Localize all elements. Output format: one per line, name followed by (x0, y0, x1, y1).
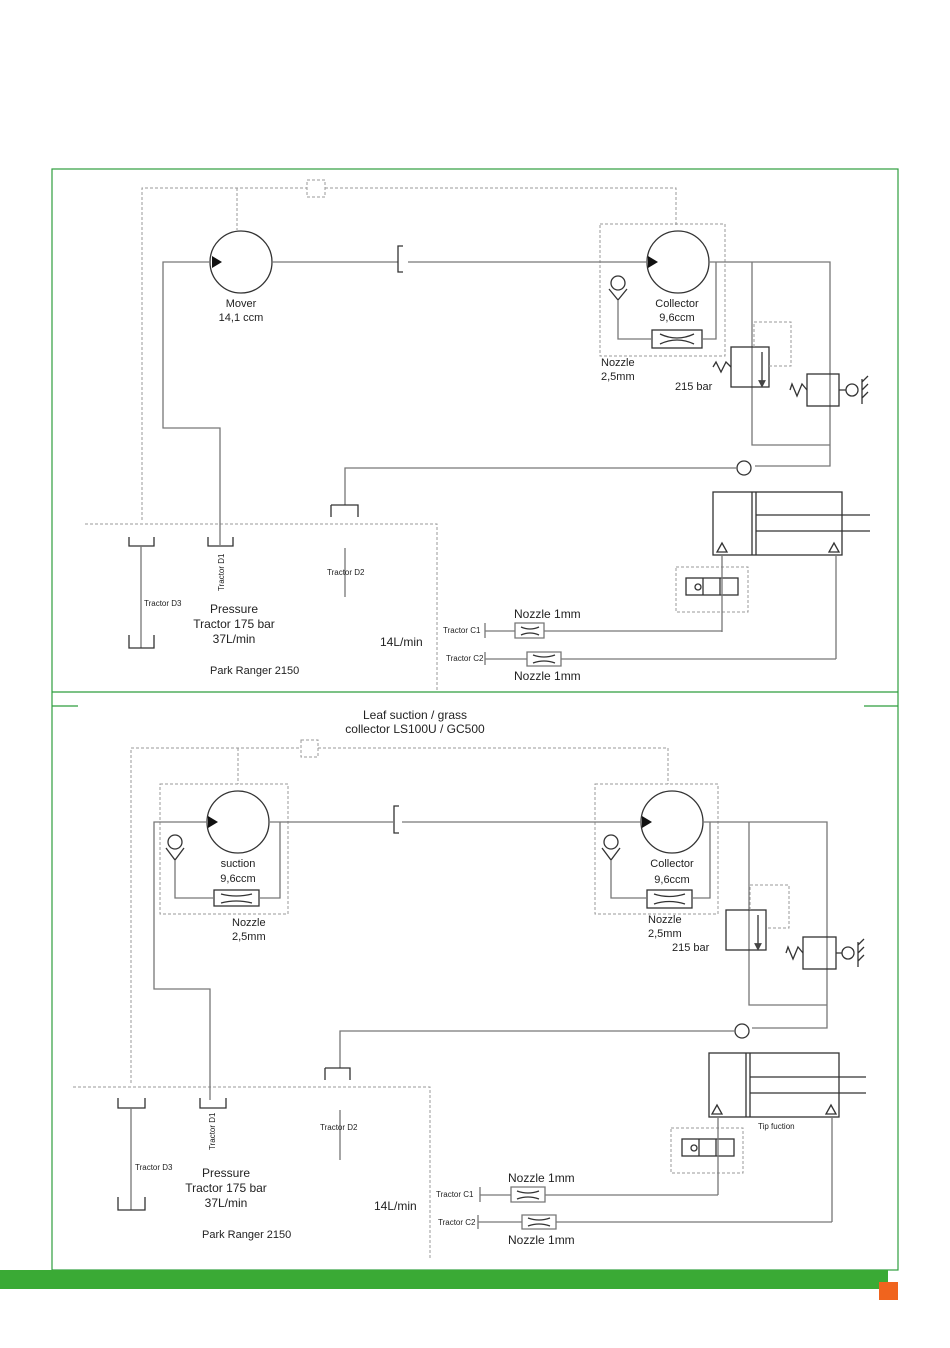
pilot-line-top (141, 187, 677, 520)
tractor-d3: Tractor D3 (144, 599, 182, 608)
pressure-label-2: Tractor 175 bar (193, 617, 275, 631)
tip-function: Tip fuction (758, 1122, 795, 1131)
pilot-junction (306, 179, 326, 198)
machine-label: Park Ranger 2150 (210, 665, 299, 677)
collector-bottom-size: 9,6ccm (654, 874, 689, 886)
collector-housing (599, 223, 726, 357)
tractor-c2: Tractor C2 (446, 654, 484, 663)
caption-line-2: collector LS100U / GC500 (345, 722, 485, 736)
suction-housing (159, 783, 289, 915)
relief-valve-bottom-icon (725, 909, 767, 951)
footer-orange-square (879, 1282, 898, 1300)
direction-valve-icon (685, 577, 739, 596)
nozzle-name: Nozzle (601, 357, 635, 369)
mover-size: 14,1 ccm (219, 312, 264, 324)
suction-name: suction (221, 858, 256, 870)
pressure-bottom-2: Tractor 175 bar (185, 1181, 267, 1195)
check-valve-icon (610, 275, 626, 291)
nozzle-1mm-a-bottom: Nozzle 1mm (508, 1171, 575, 1185)
nozzle-restrictor-left-icon (213, 889, 260, 907)
tractor-c2-bottom: Tractor C2 (438, 1218, 476, 1227)
nozzle-restrictor-icon (651, 329, 703, 349)
tractor-c1-bottom: Tractor C1 (436, 1190, 474, 1199)
pressure-label-1: Pressure (210, 602, 258, 616)
tractor-d2: Tractor D2 (327, 568, 365, 577)
caption-line-1: Leaf suction / grass (363, 708, 467, 722)
nozzle-right-size: 2,5mm (648, 928, 682, 940)
machine-bottom: Park Ranger 2150 (202, 1229, 291, 1241)
tractor-d1: Tractor D1 (217, 553, 226, 591)
tip-cylinder-bottom-icon (708, 1052, 840, 1118)
collector-size: 9,6ccm (659, 312, 694, 324)
nozzle-left-size: 2,5mm (232, 931, 266, 943)
tractor-block-outline-bottom (73, 1086, 431, 1260)
nozzle-1mm-a: Nozzle 1mm (514, 607, 581, 621)
return-check-valve-icon (736, 460, 752, 476)
direction-valve-outline (675, 566, 749, 613)
nozzle-1mm-b: Nozzle 1mm (514, 669, 581, 683)
suction-size: 9,6ccm (220, 873, 255, 885)
nozzle-right-name: Nozzle (648, 914, 682, 926)
relief-pressure-bottom: 215 bar (672, 942, 710, 954)
green-frame (51, 168, 899, 1271)
relief-pressure: 215 bar (675, 381, 713, 393)
spring-valve-bottom-icon (802, 936, 837, 970)
pilot-line-bottom (130, 747, 669, 1083)
tractor-d1-bottom: Tractor D1 (208, 1112, 217, 1150)
direction-valve-bottom-icon (681, 1138, 735, 1157)
tip-cylinder-icon (712, 491, 843, 556)
tractor-d3-bottom: Tractor D3 (135, 1163, 173, 1172)
collector-housing-bottom (594, 783, 719, 915)
tractor-c1: Tractor C1 (443, 626, 481, 635)
pressure-bottom-3: 37L/min (205, 1196, 248, 1210)
tractor-d2-bottom: Tractor D2 (320, 1123, 358, 1132)
top-panel: Mover 14,1 ccm Collector 9,6ccm Nozzle 2… (85, 179, 870, 692)
bottom-panel: suction 9,6ccm Nozzle 2,5mm Collector 9,… (73, 739, 866, 1260)
nozzle-size: 2,5mm (601, 371, 635, 383)
nozzle-restrictor-right-icon (646, 889, 693, 909)
mover-name: Mover (226, 298, 257, 310)
flow-bottom: 14L/min (374, 1199, 417, 1213)
relief-valve-icon (730, 346, 770, 388)
pressure-bottom-1: Pressure (202, 1166, 250, 1180)
footer-green-bar (0, 1270, 888, 1289)
return-check-valve-bottom-icon (734, 1023, 750, 1039)
collector-name: Collector (655, 298, 699, 310)
pilot-junction-bottom (300, 739, 319, 758)
flow-label: 14L/min (380, 635, 423, 649)
spring-valve-icon (806, 373, 840, 407)
collector-bottom-name: Collector (650, 858, 694, 870)
tractor-block-outline (85, 523, 438, 692)
pressure-label-3: 37L/min (213, 632, 256, 646)
direction-valve-bottom-outline (670, 1127, 744, 1174)
nozzle-left-name: Nozzle (232, 917, 266, 929)
nozzle-1mm-b-bottom: Nozzle 1mm (508, 1233, 575, 1247)
